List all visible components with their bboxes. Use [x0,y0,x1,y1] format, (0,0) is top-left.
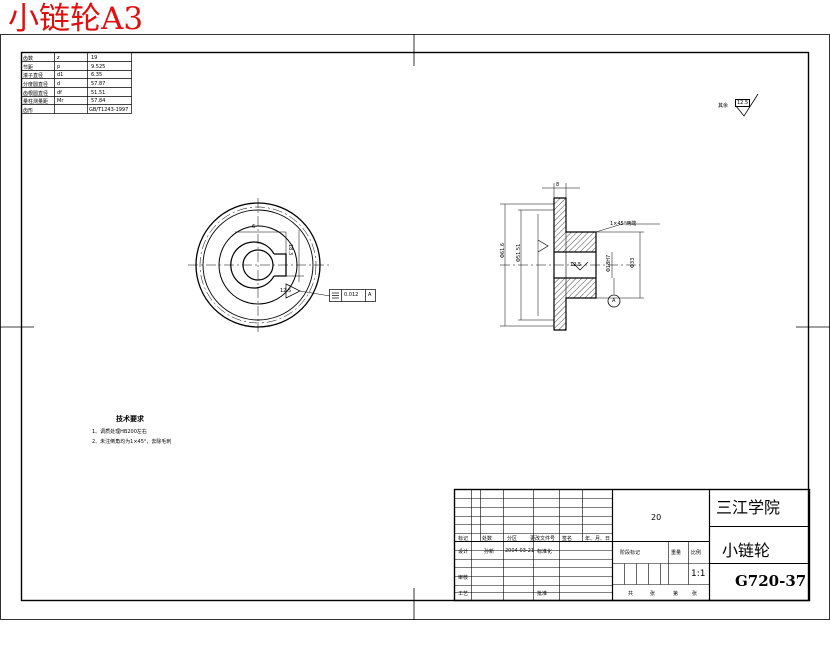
param-label: 节距 [23,65,34,71]
title-block-grid [453,488,811,602]
dim-hub-diameter: Φ33 [630,257,636,268]
front-roughness: 12.5 [280,288,292,294]
tb-label-design: 设计 [458,549,469,555]
tb-label-sheet: 张 [650,591,656,597]
param-symbol: z [57,55,60,61]
section-view [500,183,660,331]
tb-label-stage-mark: 阶段标记 [620,550,641,556]
param-value: 6.35 [91,72,103,78]
roughness-symbol [735,93,759,117]
param-value: 57.84 [91,98,106,104]
tb-label-ratio: 比例 [691,550,702,556]
tb-label-review: 审核 [458,575,469,581]
tb-label-process: 工艺 [458,591,469,597]
param-symbol: p [57,64,61,70]
param-value: 19 [91,55,98,61]
param-value: 57.87 [91,81,106,87]
gdt-tolerance: 0.012 [344,292,359,298]
drawing-number: G720-37 [735,572,807,590]
tech-requirements-heading: 技术要求 [116,415,144,423]
param-label: 量柱测量距 [23,99,49,105]
tb-label-sheet-unit: 张 [692,591,698,597]
tb-label-standardize: 标准化 [537,549,553,555]
dim-outer-diameter: Φ61.6 [500,242,506,258]
part-name: 小链轮 [722,541,771,560]
datum-label: A [612,298,616,304]
drawing-title: 小链轮A3 [8,1,144,37]
roughness-value: 12.5 [735,99,751,107]
tb-label-zone: 分区 [507,536,518,542]
gdt-datum: A [368,292,372,298]
tb-label-count: 处数 [482,536,493,542]
tb-label-date: 年、月、日 [585,536,611,542]
section-roughness: 12.5 [570,262,582,268]
param-value: 9.525 [91,64,106,70]
param-label: 齿根圆直径 [23,91,49,97]
mass-value: 20 [651,513,662,522]
school-name: 三江学院 [716,498,781,517]
param-label: 分度圆直径 [23,82,49,88]
param-label: 滚子直径 [23,73,44,79]
dim-bore-diameter: Φ18H7 [606,254,612,272]
param-value: 51.51 [91,90,106,96]
tb-label-sheet-num: 第 [673,591,679,597]
param-symbol: df [57,90,62,96]
param-label: 齿形 [23,108,34,114]
tb-design-date: 2004-03-21 [505,548,535,554]
gdt-frame [329,289,376,302]
chamfer-note: 1×45°两端 [610,221,637,227]
tb-label-weight: 重量 [671,550,682,556]
tb-label-total: 共 [628,591,634,597]
tb-label-signature: 签名 [562,536,573,542]
param-symbol: Mr [57,98,64,104]
tb-label-mark: 标记 [458,536,469,542]
top-dimension: 8 [556,182,560,188]
front-view [188,198,331,332]
tb-designer: 孙新 [484,549,495,555]
tb-label-change-doc: 更改文件号 [530,536,556,542]
roughness-other-label: 其余 [718,103,729,109]
param-symbol: d1 [57,72,64,78]
param-value: GB/T1243-1997 [89,107,129,113]
tech-requirement-item: 1、调质处理HB200左右 [92,429,147,435]
keyway-width-dim: 6 [252,224,256,230]
tech-requirement-item: 2、未注倒角均为1×45°，去除毛刺 [92,439,172,445]
param-label: 齿数 [23,56,34,62]
keyway-depth-dim: 18.3 [287,244,293,256]
parameter-table-grid [21,52,132,114]
scale-value: 1:1 [691,569,706,579]
dim-root-diameter: Φ51.51 [516,243,522,262]
param-symbol: d [57,81,61,87]
tb-label-approve: 批准 [537,591,548,597]
